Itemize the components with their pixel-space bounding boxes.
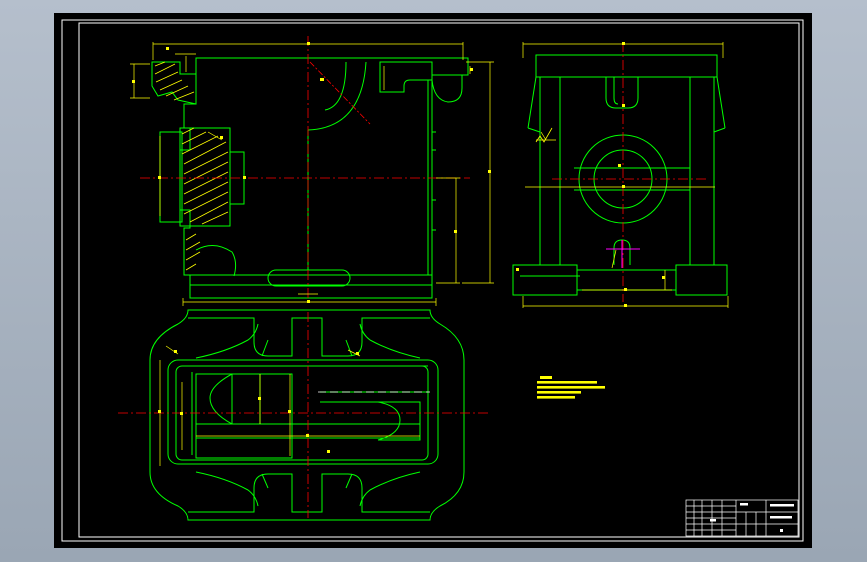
title-block-marks (710, 503, 794, 532)
drawing-frame (78, 22, 800, 538)
title-block[interactable] (685, 499, 799, 537)
roughness-symbol-icon (535, 127, 553, 143)
front-centerlines (140, 36, 470, 300)
top-centerlines (118, 312, 490, 518)
front-dimension-ticks (132, 42, 491, 303)
top-view[interactable] (149, 309, 465, 521)
technical-requirements-note (537, 376, 605, 399)
side-dimension-ticks (516, 42, 665, 307)
side-dimensions (522, 42, 729, 308)
cad-viewport[interactable] (54, 13, 812, 548)
top-dimension-ticks (158, 350, 359, 453)
side-centerlines (552, 42, 706, 302)
sheet-outer-border (61, 19, 804, 542)
top-dimensions (159, 345, 420, 466)
front-section-hatching (154, 61, 229, 271)
side-magenta-marks (606, 240, 640, 268)
side-view[interactable] (512, 54, 728, 296)
